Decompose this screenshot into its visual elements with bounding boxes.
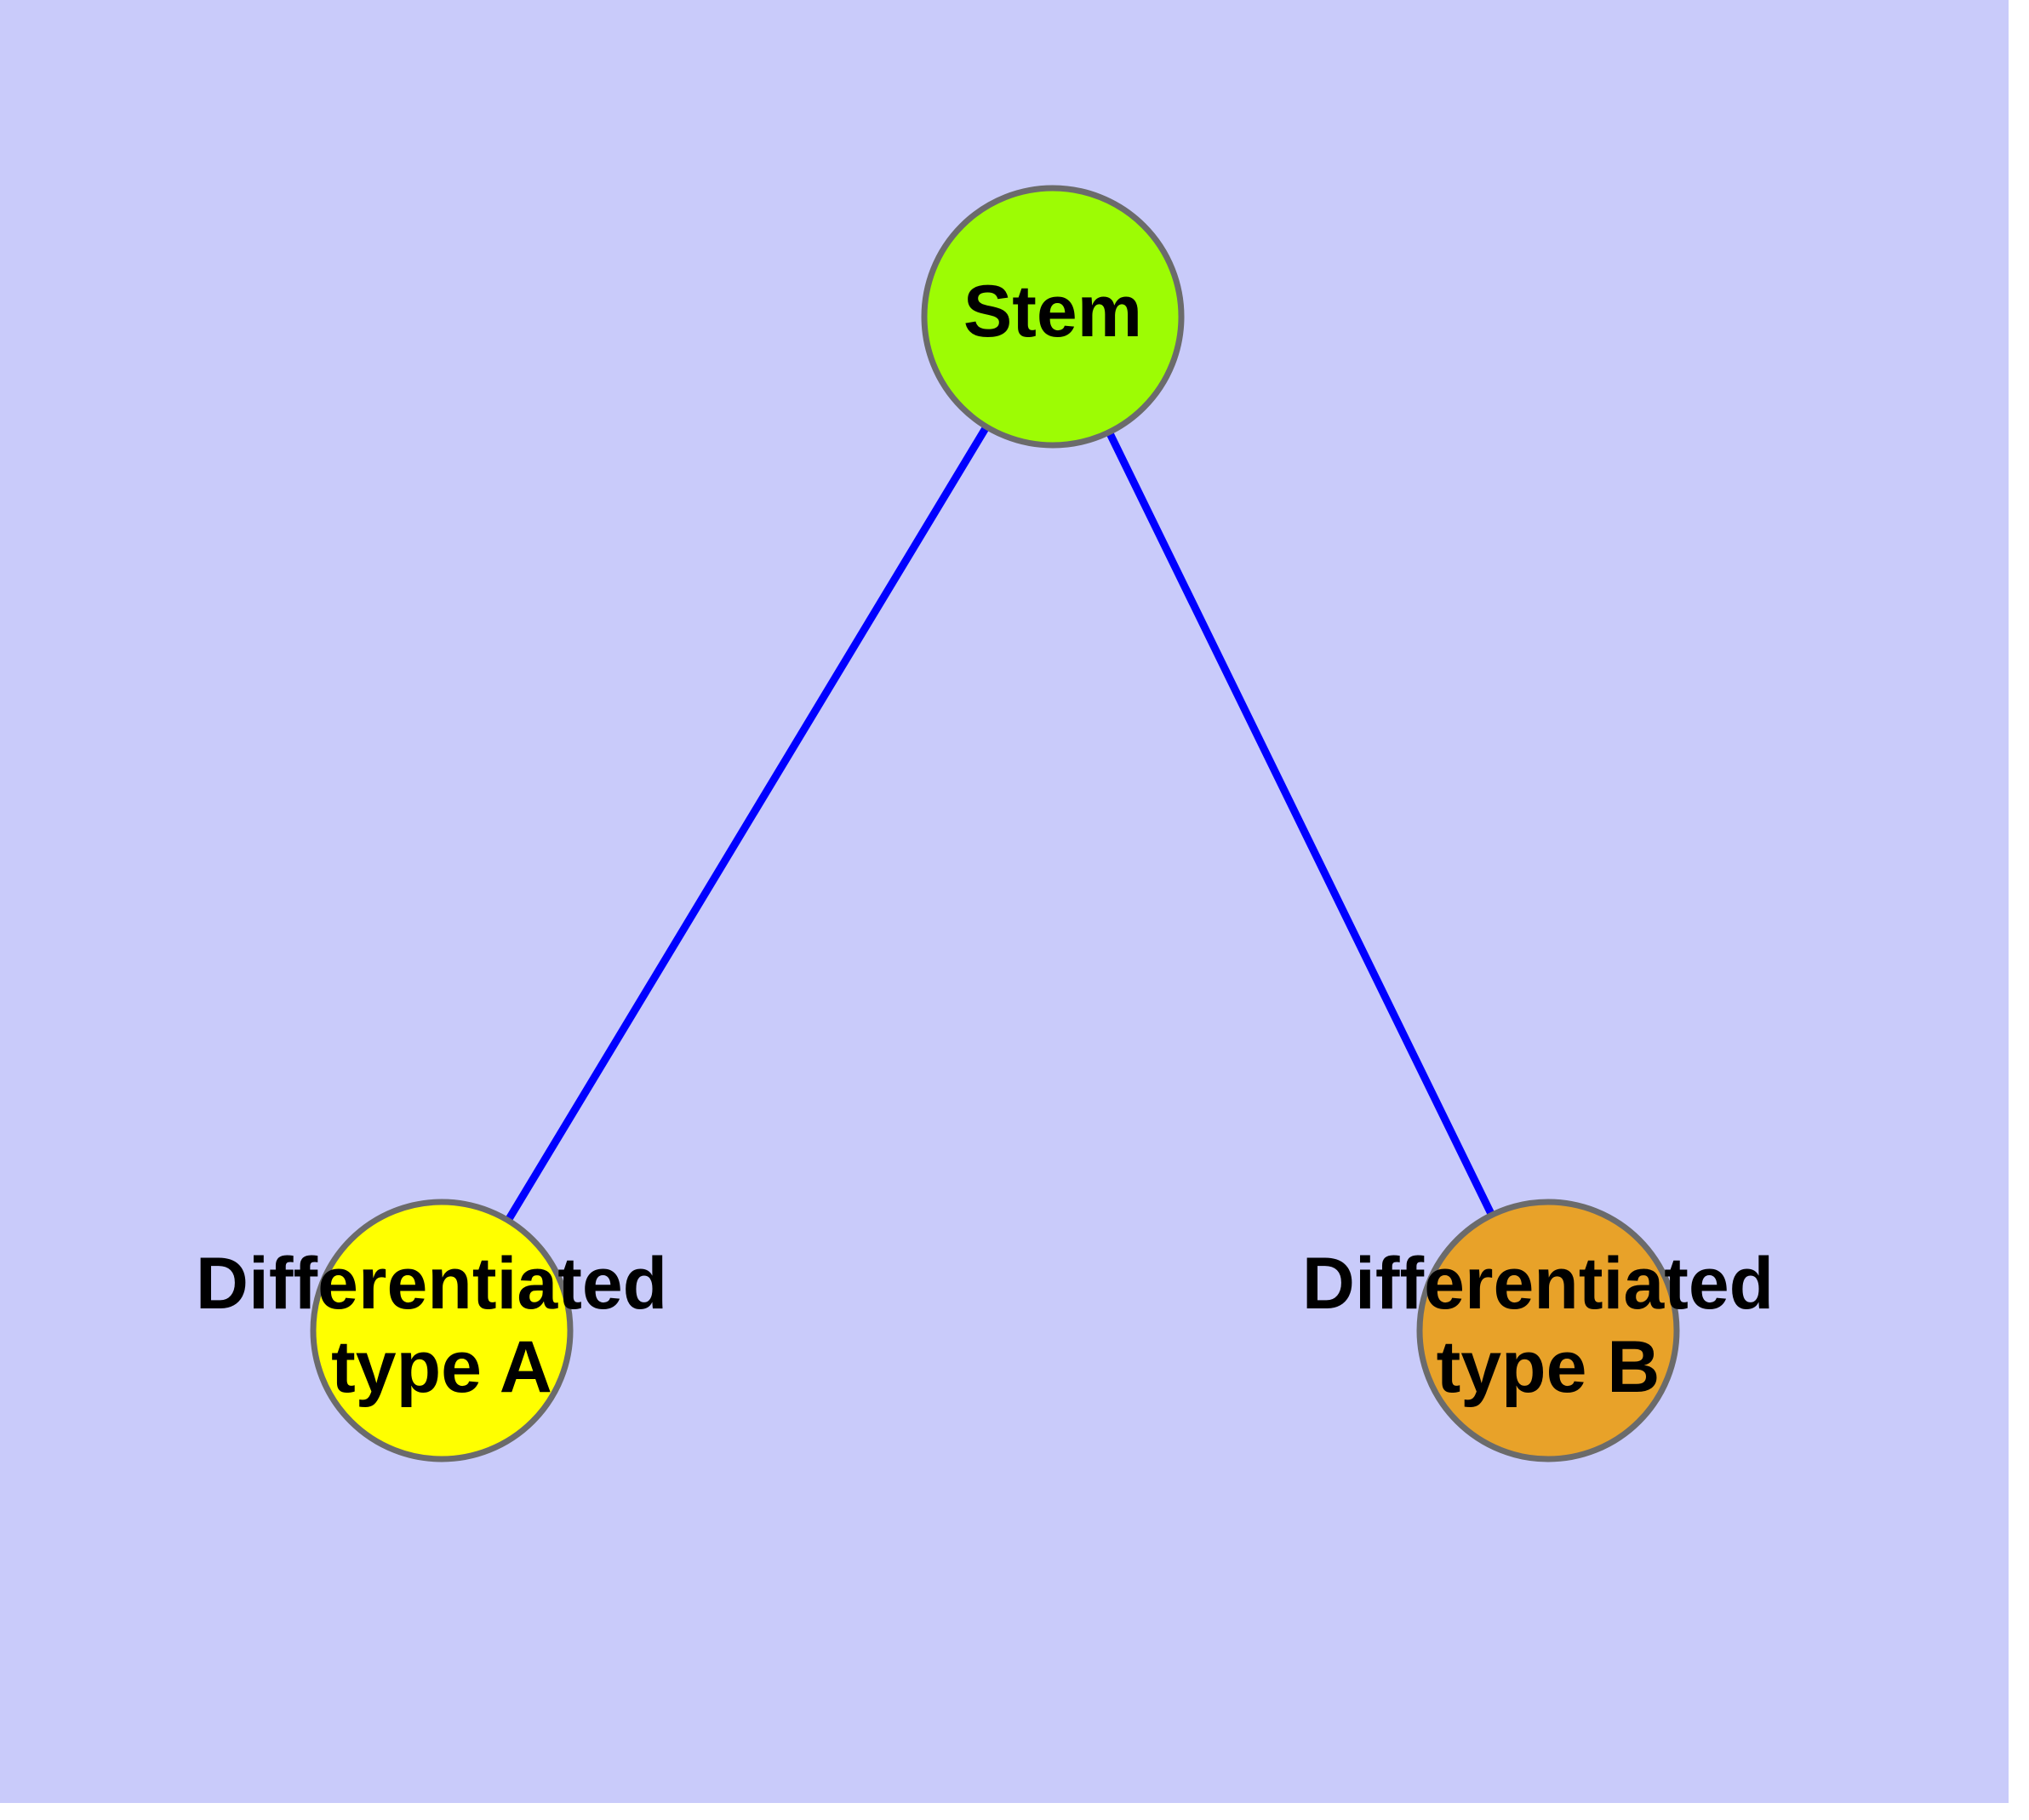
node-stem-label: Stem [963, 271, 1142, 352]
edge-layer [438, 314, 1552, 1333]
node-diff-b-label-line-0: Differentiated [1302, 1243, 1774, 1325]
node-diff-b-circle[interactable] [1416, 1199, 1680, 1462]
node-stem-label-line-0: Stem [963, 271, 1142, 352]
node-diff-a[interactable] [310, 1199, 574, 1462]
node-stem[interactable] [921, 185, 1185, 449]
node-diff-a-label-line-0: Differentiated [196, 1243, 667, 1325]
label-layer: Stem Differentiated type A Differentiate… [196, 271, 1794, 1408]
edge-stem-to-diff-b[interactable] [1049, 315, 1552, 1332]
edge-stem-to-diff-a[interactable] [438, 314, 1056, 1333]
node-diff-a-label-line-1: type A [331, 1326, 552, 1408]
node-stem-circle[interactable] [921, 185, 1185, 449]
node-diff-a-circle[interactable] [310, 1199, 574, 1462]
node-diff-b-label-line-1: type B [1437, 1326, 1660, 1408]
node-diff-b[interactable] [1416, 1199, 1680, 1462]
node-diff-b-label: Differentiated type B [1302, 1243, 1794, 1408]
node-diff-a-label: Differentiated type A [196, 1243, 688, 1408]
node-layer [310, 185, 1680, 1462]
